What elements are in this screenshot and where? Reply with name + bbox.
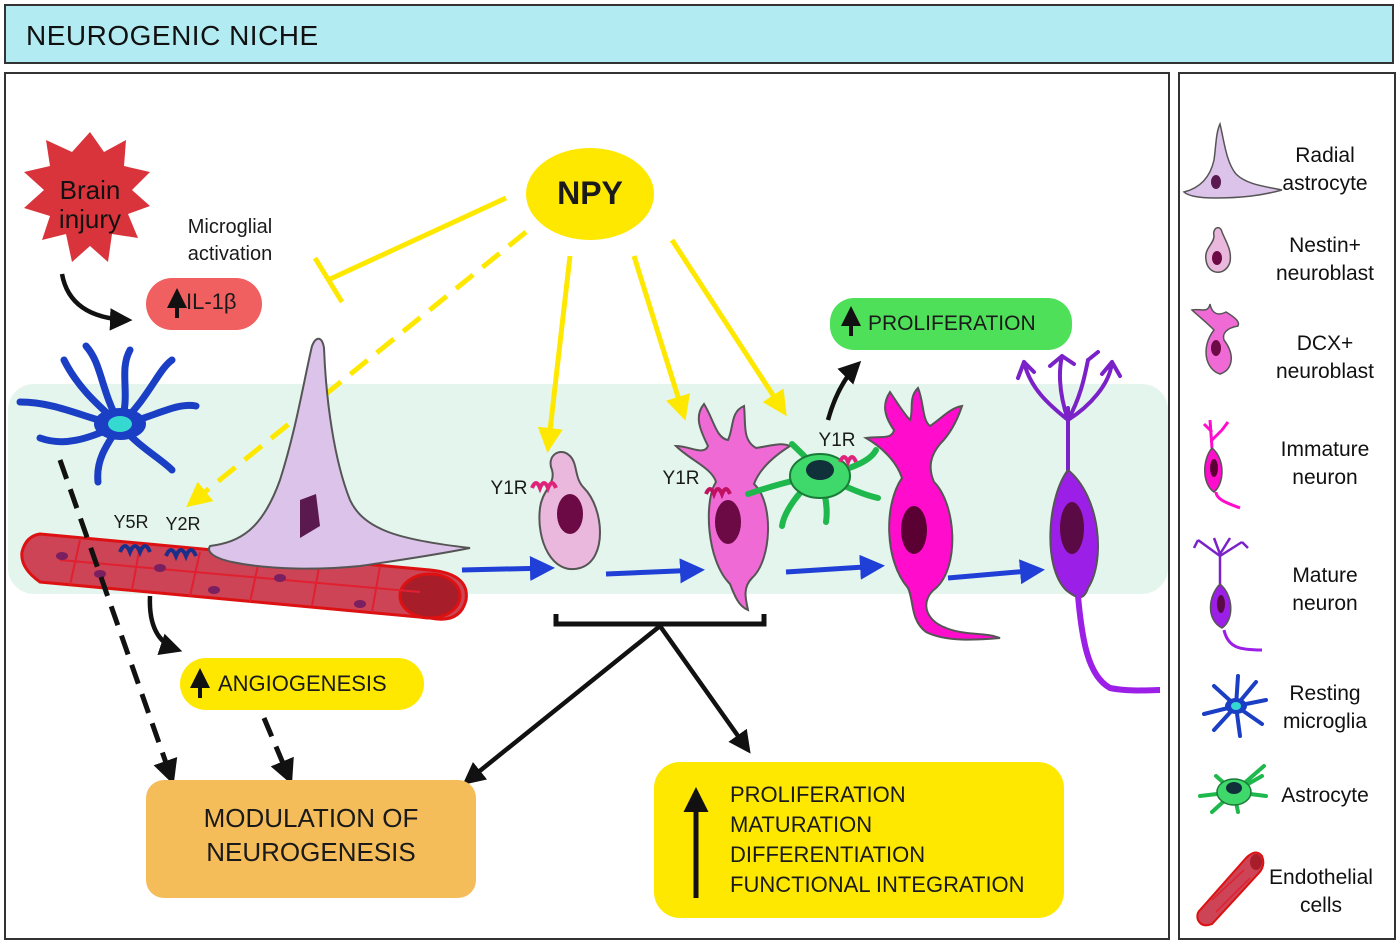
- effects-box: [654, 762, 1064, 918]
- proliferation-top-label: PROLIFERATION: [868, 312, 1036, 335]
- dcx-neuroblast-cell: [673, 402, 793, 612]
- npy-to-nestin-arrow: [537, 255, 573, 453]
- brain-injury-shape: [24, 132, 150, 262]
- modulation-box: [146, 780, 476, 898]
- immature-neuron-icon: [1202, 419, 1241, 510]
- y1r-dcx-label: Y1R: [662, 468, 700, 489]
- y5r-label: Y5R: [113, 512, 149, 532]
- npy-to-dcx-arrow: [631, 255, 690, 421]
- npy-to-astrocyte-arrow: [669, 238, 787, 417]
- effect-item: FUNCTIONAL INTEGRATION: [730, 871, 1025, 897]
- y1r-nestin-label: Y1R: [490, 478, 528, 499]
- y2r-label: Y2R: [165, 514, 201, 534]
- il1b-label: IL-1β: [186, 289, 237, 314]
- mature-neuron-cell: [1016, 350, 1161, 694]
- effects-list: PROLIFERATION MATURATION DIFFERENTIATION…: [730, 780, 1060, 900]
- npy-oval: [526, 148, 654, 240]
- astrocyte-cell: [745, 441, 881, 529]
- nestin-neuroblast-cell: [530, 451, 601, 571]
- effect-item: MATURATION: [730, 811, 873, 837]
- effect-item: PROLIFERATION: [730, 782, 906, 807]
- injury-to-il1b-arrow: [59, 273, 133, 331]
- proliferation-top-pill: [830, 298, 1072, 350]
- angiogenesis-label: ANGIOGENESIS: [218, 671, 387, 696]
- legend-label-astrocyte: Astrocyte: [1281, 784, 1369, 807]
- bracket-to-effects-arrow: [658, 624, 751, 754]
- page-title: NEUROGENIC NICHE: [26, 20, 319, 51]
- endothelial-cells-icon: [1196, 851, 1265, 927]
- legend-label-dcx-neuroblast: DCX+neuroblast: [1275, 332, 1375, 384]
- npy-inhibition-bar: [312, 256, 345, 304]
- endothelial-vessel: [20, 532, 468, 621]
- effect-item: DIFFERENTIATION: [730, 841, 926, 867]
- neuroblast-bracket: [553, 614, 767, 627]
- flow-arrow-1: [461, 555, 555, 581]
- npy-label: NPY: [557, 175, 623, 211]
- flow-arrow-3: [785, 554, 885, 580]
- npy-to-y2r-dashed-arrow: [186, 230, 528, 508]
- angiogenesis-to-modulation-dashed-arrow: [261, 717, 294, 785]
- legend-label-nestin-neuroblast: Nestin+neuroblast: [1275, 234, 1375, 286]
- dcx-neuroblast-icon: [1190, 303, 1240, 375]
- npy-inhibition-line: [326, 195, 508, 283]
- header-bar: NEUROGENIC NICHE: [4, 4, 1394, 64]
- radial-astrocyte-icon: [1182, 121, 1283, 199]
- vessel-to-angiogenesis-arrow: [147, 595, 183, 655]
- radial-astrocyte-cell: [208, 337, 471, 570]
- astrocyte-icon: [1198, 764, 1268, 814]
- bracket-to-modulation-arrow: [462, 624, 662, 785]
- resting-microglia-cell: [16, 342, 200, 486]
- nestin-neuroblast-icon: [1205, 226, 1232, 273]
- flow-arrow-4: [947, 559, 1045, 585]
- y1r-astrocyte-label: Y1R: [818, 430, 856, 451]
- immature-neuron-cell: [862, 386, 1001, 641]
- y5r-receptor-icon: [118, 544, 152, 558]
- y2r-receptor-icon: [164, 548, 198, 562]
- resting-microglia-icon: [1202, 674, 1268, 738]
- angiogenesis-pill: [180, 658, 424, 710]
- mature-neuron-icon: [1192, 537, 1263, 652]
- microglia-to-modulation-dashed-arrow: [57, 459, 178, 785]
- astrocyte-to-proliferation-arrow: [825, 360, 862, 421]
- flow-arrow-2: [605, 558, 705, 584]
